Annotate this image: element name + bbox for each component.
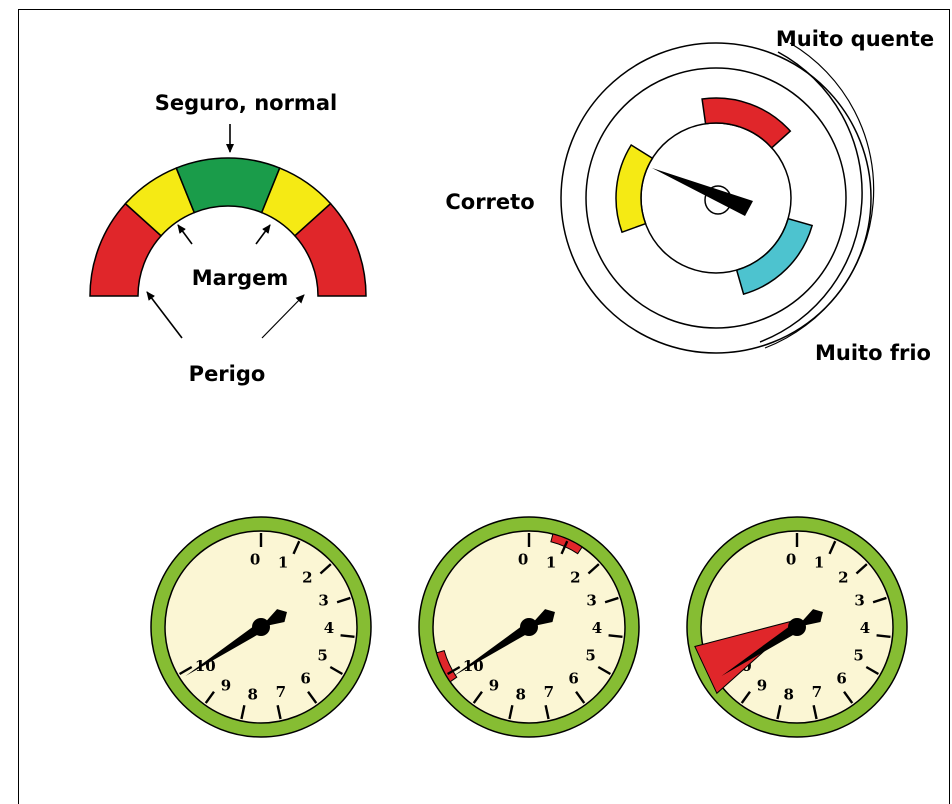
dial-needle — [721, 622, 800, 677]
dial-tick — [812, 705, 818, 720]
dial-tick — [336, 596, 351, 604]
dial-tick — [204, 691, 215, 704]
dial-number: 4 — [592, 619, 602, 637]
dial-tick — [608, 634, 623, 639]
dial-number: 0 — [518, 550, 528, 568]
dial-tick — [446, 665, 461, 676]
temperature-gauge: Muito quente Correto Muito frio — [445, 27, 934, 365]
hot-indicator-arc — [759, 51, 863, 343]
figure-frame — [18, 9, 950, 804]
dial-tick — [560, 540, 569, 555]
dial-number: 6 — [568, 669, 578, 687]
dial-tick — [329, 665, 344, 676]
dial-number: 0 — [786, 550, 796, 568]
arrow-danger-left — [146, 291, 183, 339]
dial-needle — [185, 622, 264, 677]
needle — [652, 168, 753, 216]
dial-tick — [740, 691, 751, 704]
dial-number: 7 — [276, 683, 286, 701]
dial-number: 8 — [247, 685, 257, 703]
dial-row: 012345678910012345678910012345678910 — [150, 516, 908, 738]
dial-tick — [597, 665, 612, 676]
dial-number: 5 — [853, 647, 863, 665]
dial-number: 2 — [570, 568, 580, 586]
arc-segment-danger-right — [293, 202, 367, 297]
band-too-hot — [701, 97, 792, 149]
dial-tick — [776, 705, 782, 720]
label-danger: Perigo — [189, 362, 266, 386]
range-sector — [694, 618, 801, 695]
dial-tick — [292, 540, 301, 555]
dial-tick — [307, 691, 318, 704]
arc-gauge: Seguro, normal Margem Perigo — [89, 91, 367, 386]
dial-number: 9 — [489, 676, 499, 694]
dial-tick — [575, 691, 586, 704]
dial-tick — [472, 691, 483, 704]
dial-tick — [865, 665, 880, 676]
range-mark-high — [435, 650, 458, 683]
dial-tick — [876, 634, 891, 639]
arc-segment-safe — [175, 157, 281, 214]
dial-number: 9 — [757, 676, 767, 694]
label-too-cold: Muito frio — [815, 341, 931, 365]
label-correct: Correto — [445, 190, 534, 214]
arrow-margin-left — [177, 224, 193, 245]
dial-number: 6 — [300, 669, 310, 687]
dial-tick — [872, 596, 887, 604]
dial-number: 0 — [250, 550, 260, 568]
hot-indicator-arc-2 — [764, 42, 875, 349]
dial-number: 7 — [544, 683, 554, 701]
dial-number: 8 — [515, 685, 525, 703]
band-too-cold — [735, 217, 814, 296]
dial-tick — [544, 705, 550, 720]
dial-hub — [788, 618, 806, 636]
dial-number: 5 — [585, 647, 595, 665]
dial-tick — [604, 596, 619, 604]
dial-hub — [520, 618, 538, 636]
arrow-danger-right — [261, 294, 305, 339]
dial-needle — [453, 622, 532, 677]
dial-tick — [587, 563, 600, 575]
dial-number: 3 — [854, 591, 864, 609]
band-correct — [615, 143, 654, 234]
dial-number: 8 — [783, 685, 793, 703]
dial-tick — [240, 705, 246, 720]
dial-tick — [508, 705, 514, 720]
dial-number: 4 — [324, 619, 334, 637]
dial-number: 2 — [302, 568, 312, 586]
dial-tick — [828, 540, 837, 555]
dial-number: 1 — [546, 554, 556, 572]
dial-tick — [178, 665, 193, 676]
dial-hub — [252, 618, 270, 636]
dial-tick — [276, 705, 282, 720]
dial-tick — [340, 634, 355, 639]
dial-tick — [855, 563, 868, 575]
outer-ring-2 — [585, 67, 847, 329]
dial-number: 4 — [860, 619, 870, 637]
dial-number: 3 — [318, 591, 328, 609]
dial-number: 1 — [278, 554, 288, 572]
dial-number: 1 — [814, 554, 824, 572]
dial-tick — [319, 563, 332, 575]
dial-number: 6 — [836, 669, 846, 687]
dial-number: 2 — [838, 568, 848, 586]
label-safe-normal: Seguro, normal — [155, 91, 337, 115]
label-margin: Margem — [192, 266, 289, 290]
dial-tick — [843, 691, 854, 704]
arrow-margin-right — [255, 224, 271, 245]
outer-ring-1 — [560, 42, 872, 354]
dial-number: 7 — [812, 683, 822, 701]
dial-number: 5 — [317, 647, 327, 665]
dial-number: 9 — [221, 676, 231, 694]
label-too-hot: Muito quente — [776, 27, 934, 51]
dial-number: 3 — [586, 591, 596, 609]
